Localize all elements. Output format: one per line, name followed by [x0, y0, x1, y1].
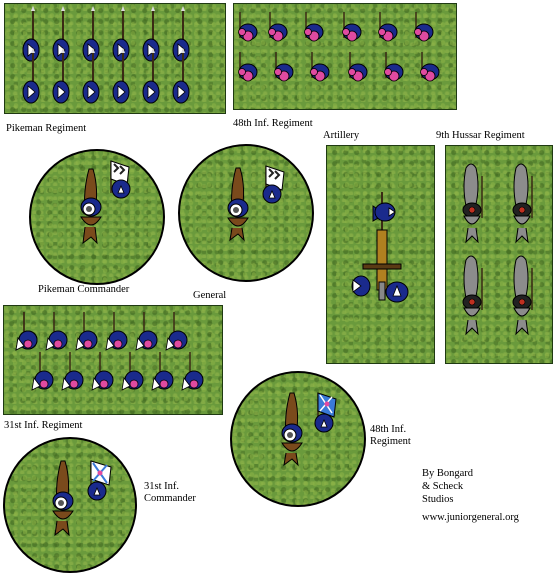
pikeman-regiment-counter[interactable]: [4, 3, 226, 114]
inf48-regiment-label: 48th Inf. Regiment: [233, 118, 313, 129]
credits-url[interactable]: www.juniorgeneral.org: [422, 512, 519, 523]
inf48-commander-label-line1: 48th Inf.: [370, 424, 407, 435]
inf48-figures: [237, 11, 440, 82]
credits-line1: By Bongard: [422, 468, 474, 479]
inf31-regiment-label: 31st Inf. Regiment: [4, 420, 83, 431]
inf31-commander-label: 31st Inf. Commander: [144, 481, 196, 505]
inf48-commander-counter[interactable]: [230, 371, 366, 507]
pikeman-figures: [22, 5, 190, 104]
credits-line2: & Scheck: [422, 481, 464, 492]
pikeman-commander-label: Pikeman Commander: [38, 284, 130, 295]
inf31-regiment-counter[interactable]: [3, 305, 223, 415]
hussar9-regiment-counter[interactable]: [445, 145, 553, 364]
general-counter[interactable]: [178, 144, 314, 282]
pikeman-regiment-label: Pikeman Regiment: [6, 123, 87, 134]
inf31-commander-label-line1: 31st Inf.: [144, 481, 179, 492]
inf48-regiment-counter[interactable]: [233, 3, 457, 110]
artillery-counter[interactable]: [326, 145, 435, 364]
general-figure: [227, 165, 285, 242]
hussar9-regiment-label: 9th Hussar Regiment: [436, 130, 525, 141]
artillery-figures: [351, 192, 409, 303]
inf48-commander-label-line2: Regiment: [370, 436, 411, 447]
inf31-commander-label-line2: Commander: [144, 493, 196, 504]
pikeman-commander-figure: [80, 160, 131, 245]
artillery-label: Artillery: [323, 130, 360, 141]
inf48-commander-figure: [281, 392, 337, 467]
pikeman-commander-counter[interactable]: [29, 149, 165, 285]
inf48-commander-label: 48th Inf. Regiment: [370, 424, 411, 448]
inf31-figures: [15, 311, 204, 391]
hussar-figures: [462, 163, 533, 335]
inf31-commander-counter[interactable]: [3, 437, 137, 573]
general-label: General: [193, 290, 227, 301]
inf31-commander-figure: [52, 460, 112, 537]
credits-block: By Bongard & Scheck Studios: [422, 467, 473, 506]
credits-line3: Studios: [422, 494, 454, 505]
